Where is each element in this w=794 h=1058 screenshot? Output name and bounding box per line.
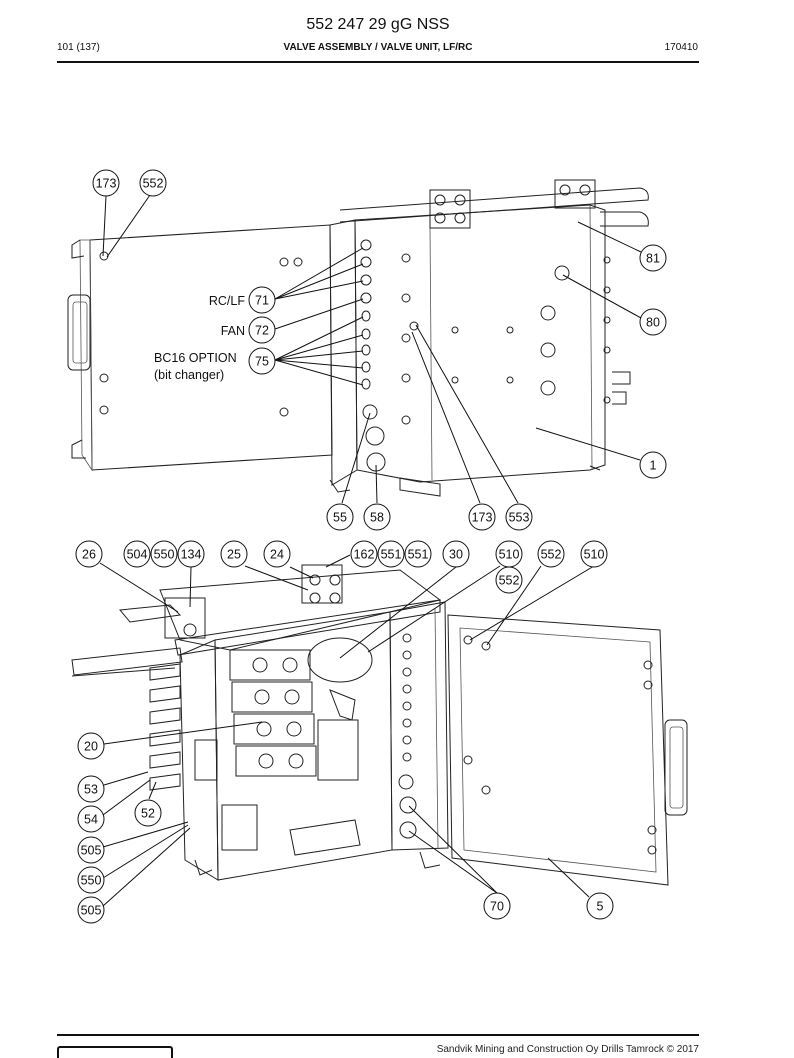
top-assembly-drawing xyxy=(67,179,649,497)
callout-20: 20 xyxy=(77,732,105,760)
callout-505-top: 505 xyxy=(77,836,105,864)
callout-number: 30 xyxy=(449,548,463,562)
callout-70: 70 xyxy=(483,892,511,920)
callout-number: 510 xyxy=(499,548,520,562)
callout-53: 53 xyxy=(77,775,105,803)
callout-173-top-left: 173 xyxy=(92,169,120,197)
callout-number: 54 xyxy=(84,813,98,827)
callout-5: 5 xyxy=(586,892,614,920)
callout-number: 552 xyxy=(499,574,520,588)
header-rule xyxy=(57,61,699,63)
callout-551-second: 551 xyxy=(404,540,432,568)
callout-81: 81 xyxy=(639,244,667,272)
callout-number: 52 xyxy=(141,807,155,821)
label-fan: FAN xyxy=(221,324,245,338)
callout-134: 134 xyxy=(177,540,205,568)
callout-number: 70 xyxy=(490,900,504,914)
callout-550-bottom: 550 xyxy=(77,866,105,894)
callout-number: 504 xyxy=(127,548,148,562)
callout-number: 80 xyxy=(646,316,660,330)
callout-26: 26 xyxy=(75,540,103,568)
footer-copyright: Sandvik Mining and Construction Oy Drill… xyxy=(436,1044,699,1055)
sandvik-logo xyxy=(57,1046,173,1058)
callout-553: 553 xyxy=(505,503,533,531)
callout-54: 54 xyxy=(77,805,105,833)
callout-552-right: 552 xyxy=(537,540,565,568)
callout-number: 20 xyxy=(84,740,98,754)
callout-504: 504 xyxy=(123,540,151,568)
callout-number: 173 xyxy=(472,511,493,525)
callout-number: 25 xyxy=(227,548,241,562)
callout-552-stacked: 552 xyxy=(495,566,523,594)
document-number: 552 247 29 gG NSS xyxy=(306,16,450,33)
callout-75: 75 xyxy=(248,347,276,375)
page-title: VALVE ASSEMBLY / VALVE UNIT, LF/RC xyxy=(283,42,473,53)
callout-number: 24 xyxy=(270,548,284,562)
callout-24: 24 xyxy=(263,540,291,568)
callout-510-left: 510 xyxy=(495,540,523,568)
label-bit-changer: (bit changer) xyxy=(154,368,224,382)
callout-number: 551 xyxy=(381,548,402,562)
callout-510-right: 510 xyxy=(580,540,608,568)
callout-52: 52 xyxy=(134,799,162,827)
callout-number: 552 xyxy=(143,177,164,191)
callout-number: 551 xyxy=(408,548,429,562)
callout-number: 5 xyxy=(597,900,604,914)
callout-number: 53 xyxy=(84,783,98,797)
callout-number: 134 xyxy=(181,548,202,562)
callout-25: 25 xyxy=(220,540,248,568)
callout-552-top-left: 552 xyxy=(139,169,167,197)
callout-162: 162 xyxy=(350,540,378,568)
callout-number: 505 xyxy=(81,844,102,858)
callout-number: 72 xyxy=(255,324,269,338)
callout-number: 58 xyxy=(370,511,384,525)
callout-number: 162 xyxy=(354,548,375,562)
label-rc-lf: RC/LF xyxy=(209,294,245,308)
callout-1: 1 xyxy=(639,451,667,479)
callout-71: 71 xyxy=(248,286,276,314)
label-bc16-option: BC16 OPTION xyxy=(154,351,237,365)
callout-72: 72 xyxy=(248,316,276,344)
callout-number: 550 xyxy=(81,874,102,888)
page-number: 101 (137) xyxy=(57,42,100,53)
callout-80: 80 xyxy=(639,308,667,336)
callout-number: 55 xyxy=(333,511,347,525)
callout-number: 505 xyxy=(81,904,102,918)
footer-rule xyxy=(57,1034,699,1036)
callout-number: 550 xyxy=(154,548,175,562)
callout-number: 510 xyxy=(584,548,605,562)
callout-number: 173 xyxy=(96,177,117,191)
callout-number: 71 xyxy=(255,294,269,308)
callout-number: 26 xyxy=(82,548,96,562)
callout-number: 553 xyxy=(509,511,530,525)
leader-lines xyxy=(99,194,642,907)
callout-number: 75 xyxy=(255,355,269,369)
callout-30: 30 xyxy=(442,540,470,568)
callout-55: 55 xyxy=(326,503,354,531)
bottom-assembly-drawing xyxy=(71,564,688,886)
date-code: 170410 xyxy=(664,42,698,53)
callout-number: 552 xyxy=(541,548,562,562)
callout-number: 1 xyxy=(650,459,657,473)
callout-173-bottom: 173 xyxy=(468,503,496,531)
callout-551-first: 551 xyxy=(377,540,405,568)
callout-550-top: 550 xyxy=(150,540,178,568)
callout-number: 81 xyxy=(646,252,660,266)
callout-505-bottom: 505 xyxy=(77,896,105,924)
callout-58: 58 xyxy=(363,503,391,531)
